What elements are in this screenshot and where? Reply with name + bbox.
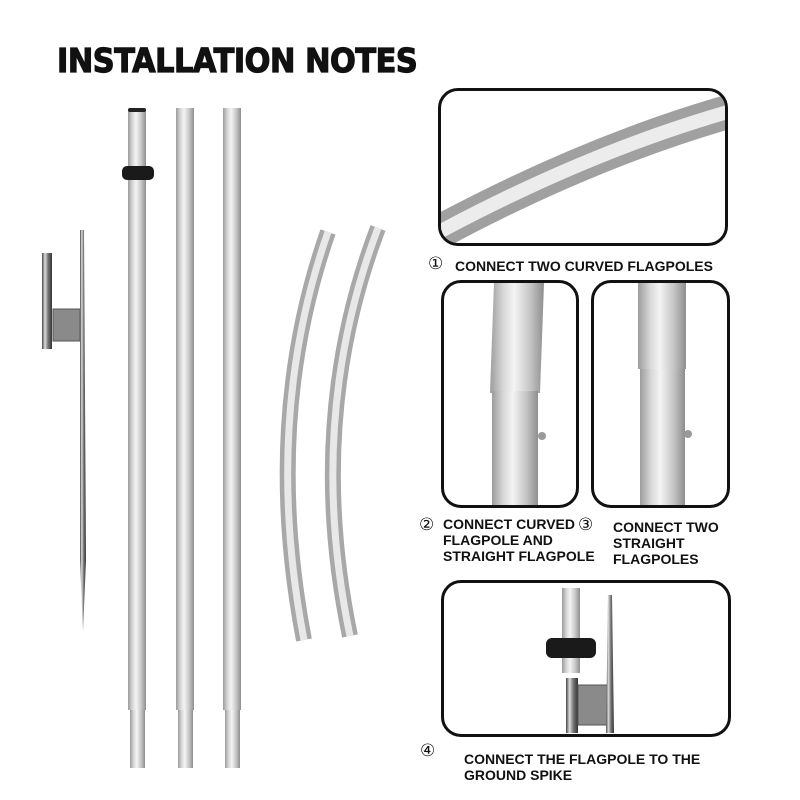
step-3-number: ③ [578, 515, 594, 535]
step-3-panel [591, 280, 730, 508]
curved-pole-2 [324, 225, 386, 638]
step-4-caption: CONNECT THE FLAGPOLE TO THE GROUND SPIKE [464, 751, 701, 783]
curved-joint-image [441, 95, 725, 243]
curved-straight-joint-image [490, 283, 546, 505]
clamp-icon [122, 166, 154, 180]
ground-spike [42, 230, 86, 632]
step-1-caption: CONNECT TWO CURVED FLAGPOLES [455, 258, 713, 274]
spike-joint-image [546, 588, 614, 733]
step-2-caption: CONNECT CURVED FLAGPOLE AND STRAIGHT FLA… [443, 516, 595, 564]
straight-joint-image [638, 283, 692, 505]
straight-pole-2 [176, 108, 194, 768]
step-1-panel [438, 88, 728, 246]
straight-pole-3 [223, 108, 241, 768]
page-title: INSTALLATION NOTES [56, 41, 418, 80]
step-3-caption: CONNECT TWO STRAIGHT FLAGPOLES [613, 519, 719, 567]
parts-illustration [42, 108, 386, 768]
step-1-number: ① [428, 254, 444, 274]
step-2-number: ② [419, 515, 435, 535]
step-4-panel [441, 580, 731, 737]
straight-pole-1 [122, 108, 154, 768]
curved-pole-1 [279, 229, 336, 642]
step-4-number: ④ [420, 741, 436, 761]
step-2-panel [441, 280, 579, 508]
